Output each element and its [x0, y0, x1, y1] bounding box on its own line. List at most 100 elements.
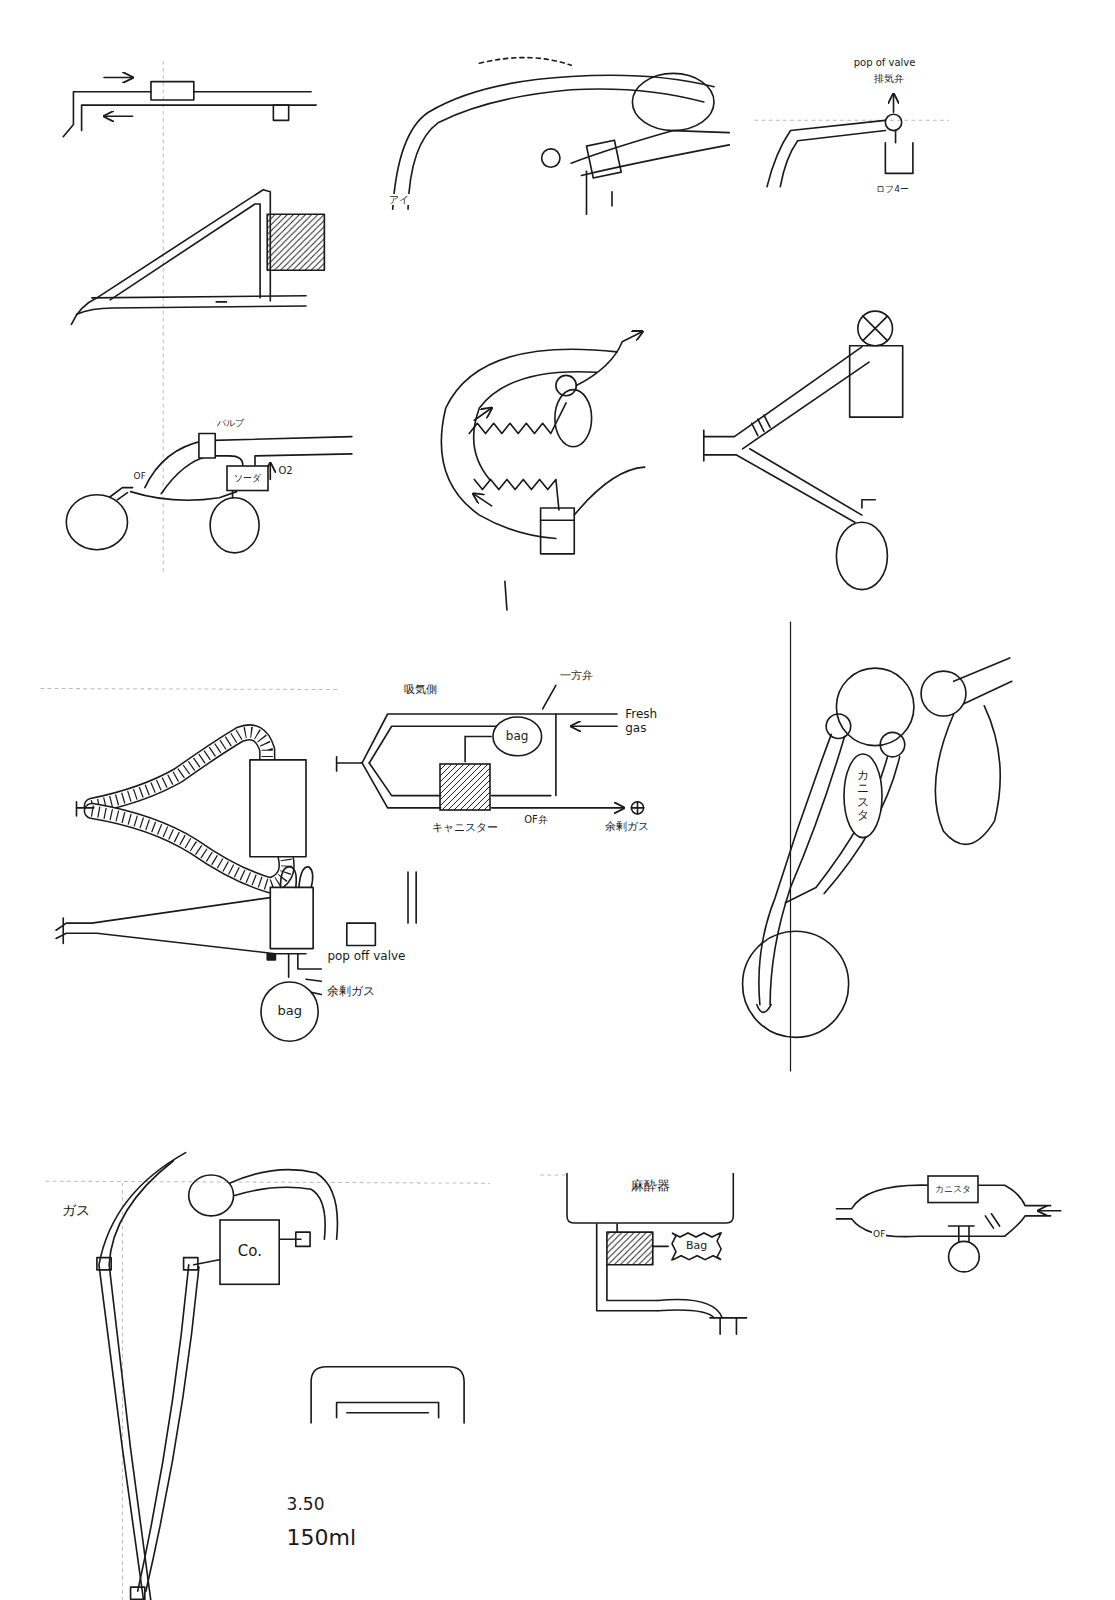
sketch-note: OF [133, 471, 147, 481]
valve-sketch [885, 114, 901, 130]
machine-sketch [658, 1310, 714, 1318]
sketch-note: アイ [388, 194, 410, 206]
circuit-sketch [306, 979, 321, 981]
pipe-sketch [216, 301, 226, 303]
circuit-schematic [337, 757, 363, 771]
y-piece-sketch [752, 415, 770, 435]
sketch-note: OF弁 [523, 814, 535, 826]
circuit-schematic [492, 795, 551, 797]
label-holder: pop of valve [853, 57, 917, 69]
sketch-note: OF [872, 1229, 886, 1239]
corrugated-circuit [92, 732, 267, 806]
circuit-sketch [949, 1241, 980, 1272]
pipe-sketch [104, 77, 133, 79]
pipe-sketch [632, 73, 714, 130]
circuit-sketch [288, 954, 290, 977]
corrugated-circuit [77, 732, 307, 885]
label-holder: O2 [277, 465, 293, 477]
bag-circle: bag [260, 981, 319, 1042]
circuit-sketch [66, 495, 127, 550]
corrugated-circuit [92, 732, 267, 806]
node-label: 麻酔器 [631, 1179, 670, 1194]
circuit-sketch [145, 437, 352, 488]
circuit-sketch [232, 492, 234, 498]
circuit-sketch [836, 1216, 1050, 1237]
machine-sketch [658, 1300, 722, 1318]
pipe-sketch [611, 192, 613, 206]
machine-sketch [607, 1265, 658, 1301]
circuit-schematic [555, 714, 557, 796]
label-holder: 一方弁 [559, 669, 594, 683]
pipe-sketch [77, 306, 307, 314]
circuit-sketch [347, 923, 376, 945]
pipe-sketch [71, 190, 270, 325]
label-holder: ガス [61, 1202, 77, 1218]
circuit-sketch [826, 714, 850, 738]
corrugated-circuit [250, 760, 306, 857]
valve-sketch [767, 120, 885, 186]
label-holder: pop off valve [326, 949, 406, 964]
valve-sketch [885, 143, 913, 174]
sketch-note: 排気弁 [873, 73, 905, 85]
circuit-sketch [131, 1587, 145, 1599]
sketch-note: 一方弁 [559, 670, 594, 683]
canister-box: カニスタ [927, 1175, 979, 1204]
circuit-sketch [880, 732, 904, 756]
label-holder: Fresh gas [624, 708, 674, 736]
circuit-sketch [964, 681, 1012, 703]
y-piece-sketch [863, 316, 887, 340]
circuit-sketch [99, 1153, 186, 1600]
sketch-note: バルブ [216, 418, 245, 428]
circuit-sketch [97, 1258, 111, 1270]
circuit-sketch [347, 1412, 429, 1414]
circuit-sketch [921, 671, 966, 716]
machine-sketch [653, 1246, 668, 1248]
pipe-sketch [92, 296, 306, 298]
co-box-outline [220, 1220, 279, 1284]
pipe-sketch [408, 89, 704, 209]
valve-sketch [767, 94, 913, 187]
label-holder: OF [872, 1229, 886, 1239]
circuit-sketch [337, 1403, 439, 1418]
soda-box: ソーダ [226, 465, 269, 492]
circuit-sketch [1038, 1210, 1060, 1212]
label-holder: アイ [388, 194, 410, 206]
y-piece-sketch [704, 311, 903, 589]
machine-sketch [597, 1224, 658, 1311]
label-holder: バルブ [216, 418, 245, 428]
circle-system-sketch [474, 479, 559, 510]
pipe-sketch [71, 190, 324, 325]
y-piece-sketch [704, 347, 862, 437]
sketch-note: ガス [61, 1202, 77, 1218]
y-piece-sketch [836, 522, 887, 589]
circuit-sketch [985, 1214, 999, 1228]
pipe-sketch [82, 105, 317, 131]
circuit-sketch [97, 1153, 464, 1600]
y-piece-sketch [858, 311, 893, 346]
circuit-sketch [110, 488, 132, 497]
co-box: Co. [219, 1219, 280, 1285]
corrugated-circuit [77, 802, 94, 816]
circuit-sketch [269, 463, 271, 479]
node-label: ソーダ [234, 473, 261, 483]
pipe-sketch [479, 58, 571, 66]
bag-circle-outline [261, 982, 318, 1041]
label-holder: 余剰ガス [326, 984, 376, 999]
pipe-sketch [586, 171, 588, 214]
pipe-sketch [273, 105, 288, 120]
circuit-sketch [296, 1232, 310, 1246]
circuit-sketch [743, 622, 1012, 1071]
circle-system-sketch [441, 332, 644, 610]
sketch-note: 余剰ガス [604, 821, 650, 834]
machine-sketch [607, 1232, 653, 1265]
circle-system-sketch [473, 494, 491, 506]
sketch-note: 3.50 [286, 1495, 326, 1515]
pipe-sketch [63, 78, 316, 137]
node-label: キャニスター [432, 822, 498, 835]
circuit-sketch [836, 1185, 930, 1209]
circle-system-sketch [505, 581, 507, 610]
pipe-sketch [571, 131, 729, 164]
circuit-sketch [184, 1258, 198, 1270]
circuit-sketch [66, 434, 352, 553]
circuit-sketch [146, 1267, 199, 1591]
